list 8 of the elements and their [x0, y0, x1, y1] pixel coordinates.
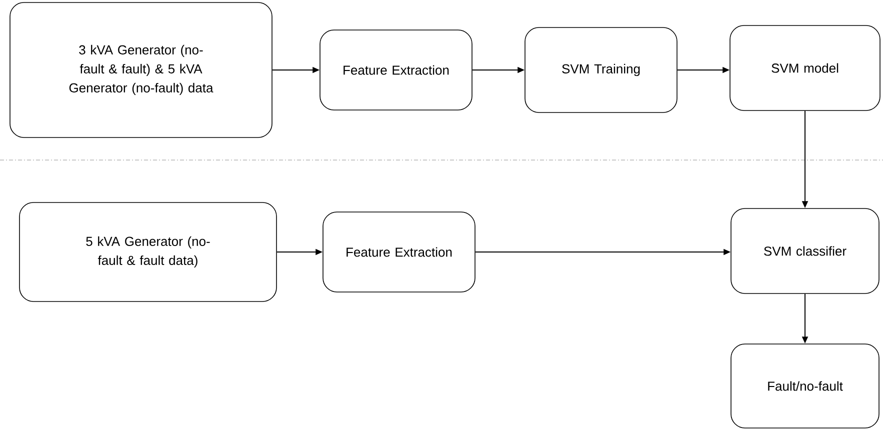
process-box: 5 kVA Generator (no-fault & fault data) — [19, 202, 277, 302]
process-box: Fault/no-fault — [730, 344, 880, 428]
process-box: SVM model — [730, 25, 880, 111]
process-box: 3 kVA Generator (no-fault & fault) & 5 kVA Generator (no-fault) data — [10, 2, 272, 138]
process-box: Feature Extraction — [322, 212, 476, 292]
process-box: SVM classifier — [730, 208, 880, 294]
process-box: Feature Extraction — [320, 30, 472, 110]
process-box: SVM Training — [524, 27, 678, 113]
